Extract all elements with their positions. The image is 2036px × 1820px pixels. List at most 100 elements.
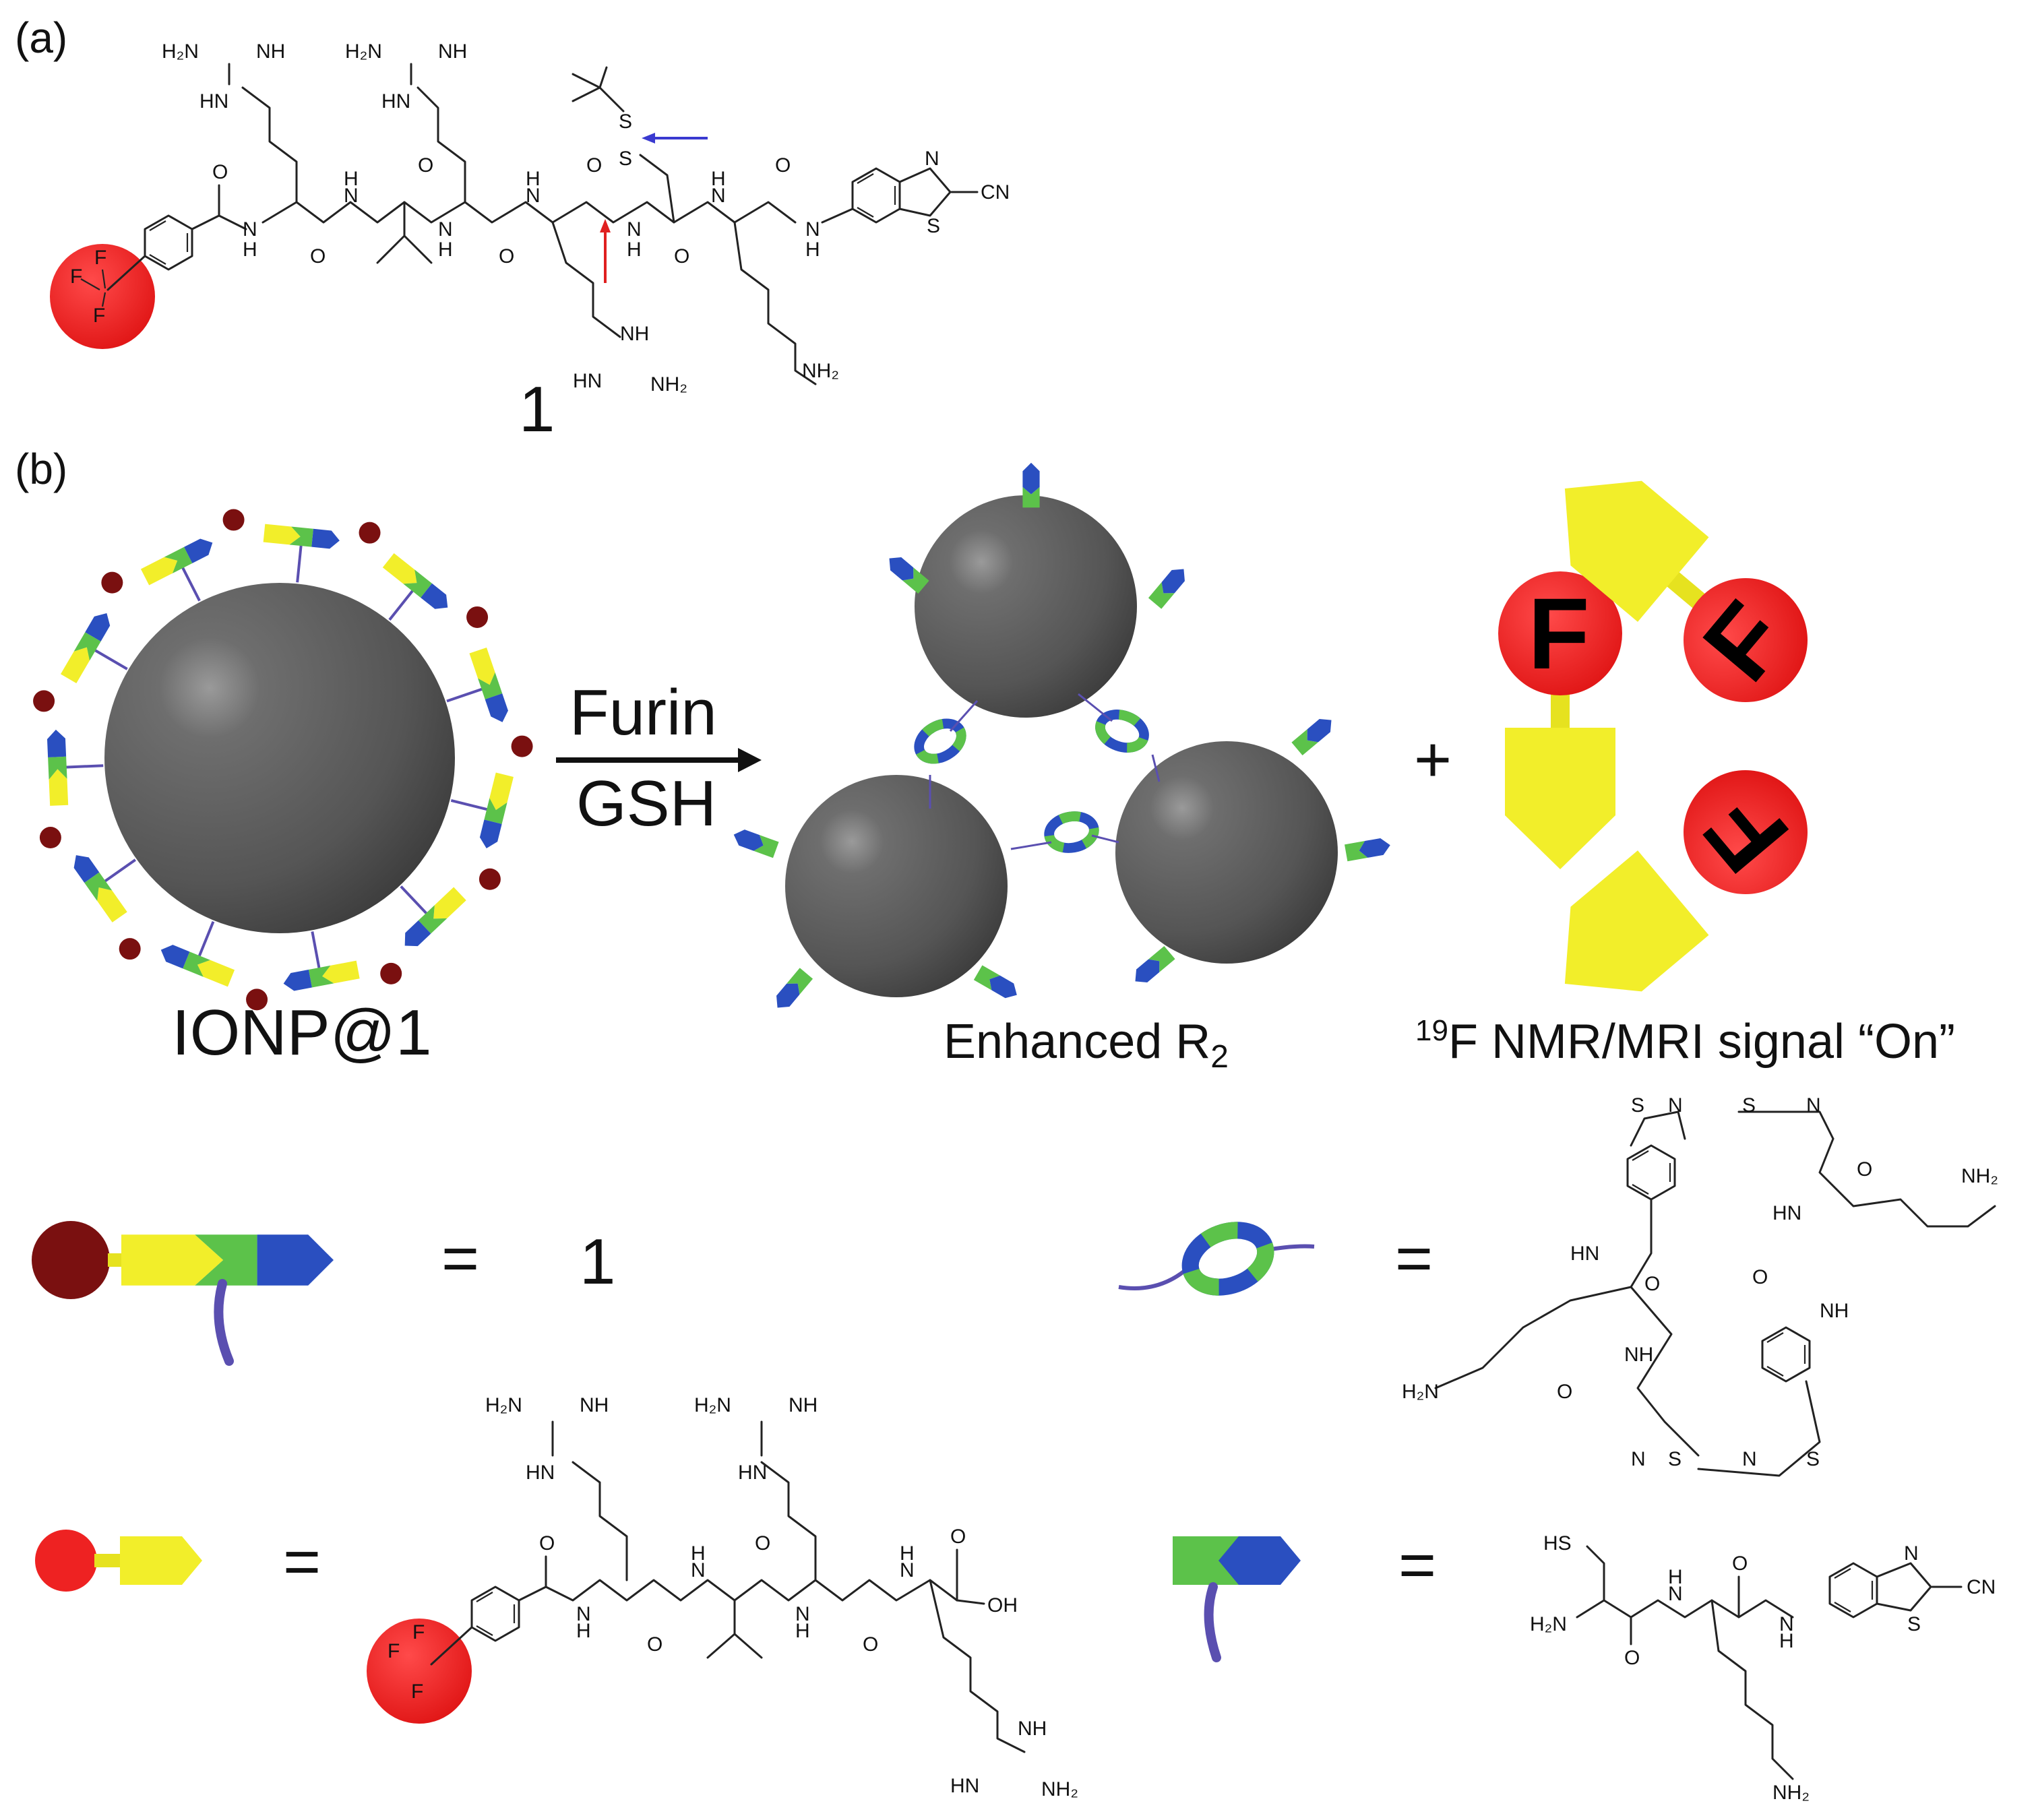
atom-n: N <box>344 185 359 207</box>
arrow-label-gsh: GSH <box>576 767 716 840</box>
legend-equals: = <box>283 1526 321 1598</box>
atom-hn: HN <box>199 90 228 113</box>
signal-caption: 19F NMR/MRI signal “On” <box>1415 1014 1955 1069</box>
linker-strand <box>1010 841 1052 850</box>
atom-h2n: H₂N <box>162 40 199 63</box>
ligand-peptide <box>140 534 217 586</box>
macrocycle-linker-ring <box>913 716 967 766</box>
atom-o: O <box>1732 1552 1748 1575</box>
fluorine-fragment: F <box>1564 480 1808 702</box>
atom-hn: HN <box>950 1775 979 1797</box>
ligand-peptide <box>47 729 69 806</box>
ionp-caption: IONP@1 <box>172 997 432 1069</box>
atom-o: O <box>418 154 433 177</box>
atom-hs: HS <box>1543 1532 1572 1555</box>
atom-n: N <box>627 218 642 241</box>
atom-oh: OH <box>987 1594 1018 1617</box>
atom-o: O <box>310 245 326 268</box>
atom-h: H <box>805 239 820 261</box>
structure-compound-1: F F F O N H HN H₂N NH N H O O HN H₂N NH … <box>50 40 1010 445</box>
ligand-peptide <box>398 887 466 953</box>
macrocycle-linker-ring <box>1047 813 1097 851</box>
atom-s: S <box>1631 1094 1644 1117</box>
ligand-peptide <box>263 524 341 550</box>
atom-n: N <box>900 1559 915 1581</box>
atom-h: H <box>344 168 359 190</box>
atom-o: O <box>499 245 514 268</box>
atom-h: H <box>795 1620 810 1642</box>
aggregate-particle-top <box>915 495 1137 718</box>
legend-ring: = <box>1118 1220 1433 1297</box>
iron-oxide-nanoparticle <box>104 583 455 933</box>
atom-o: O <box>212 161 228 183</box>
atom-nh2: NH₂ <box>802 360 839 382</box>
atom-n: N <box>691 1559 706 1581</box>
atom-o: O <box>647 1633 662 1656</box>
atom-hn: HN <box>1772 1202 1801 1224</box>
aggregated-nanoparticles <box>731 462 1392 1013</box>
atom-nh2: NH₂ <box>650 373 687 396</box>
quencher-bead <box>39 827 61 849</box>
atom-o: O <box>755 1532 770 1555</box>
atom-h: H <box>900 1542 915 1565</box>
atom-h: H <box>243 239 257 261</box>
atom-o: O <box>775 154 791 177</box>
atom-h2n: H₂N <box>485 1394 522 1416</box>
cbt-flag <box>1148 563 1191 609</box>
atom-nh: NH <box>438 40 467 63</box>
atom-n: N <box>925 148 939 170</box>
atom-hn: HN <box>738 1462 767 1484</box>
atom-n: N <box>1806 1094 1821 1117</box>
atom-nh: NH <box>789 1394 818 1416</box>
structure-macrocycle: S N S N O NH₂ HN HN O O NH NH H₂N O N S … <box>1402 1094 1998 1477</box>
linker-strand <box>949 700 979 732</box>
ligand-peptide <box>477 772 514 851</box>
structure-fluoro-peptide: F F F O N H HN H₂N NH O N H O HN H₂N NH … <box>367 1394 1078 1800</box>
atom-f: F <box>93 305 105 327</box>
cbt-flag <box>973 965 1022 1003</box>
atom-hn: HN <box>1570 1243 1599 1265</box>
atom-o: O <box>1557 1381 1572 1403</box>
atom-h: H <box>526 168 541 190</box>
atom-o: O <box>1857 1158 1872 1181</box>
atom-n: N <box>576 1603 591 1625</box>
atom-o: O <box>1624 1647 1640 1669</box>
legend-cbt-fragment: = <box>1173 1529 1436 1662</box>
atom-o: O <box>863 1633 878 1656</box>
legend-fluoro-fragment: = <box>35 1526 321 1598</box>
reaction-arrow: Furin GSH <box>556 677 762 840</box>
atom-n: N <box>243 218 257 241</box>
atom-n: N <box>526 185 541 207</box>
atom-f: F <box>388 1640 400 1662</box>
atom-o: O <box>1644 1273 1660 1295</box>
fluorine-fragment: F <box>1498 571 1622 869</box>
atom-s: S <box>927 215 940 237</box>
surface-ligands <box>33 509 533 1011</box>
atom-s: S <box>1806 1448 1820 1470</box>
atom-n: N <box>1668 1094 1683 1117</box>
cbt-flag <box>731 826 779 858</box>
atom-h2n: H₂N <box>1530 1613 1567 1635</box>
aggregate-particle-right <box>1115 741 1338 964</box>
quencher-bead <box>101 571 123 594</box>
legend-equals: = <box>1398 1529 1436 1601</box>
atom-f: F <box>70 265 82 288</box>
legend-red-bead <box>35 1530 97 1592</box>
quencher-bead <box>33 690 55 712</box>
atom-nh: NH <box>1820 1300 1849 1322</box>
compound-number: 1 <box>519 373 555 445</box>
enhanced-caption: Enhanced R2 <box>944 1015 1229 1075</box>
atom-n: N <box>438 218 453 241</box>
atom-cn: CN <box>981 181 1010 203</box>
panel-label-b: (b) <box>15 445 67 493</box>
quencher-bead <box>479 868 501 890</box>
atom-nh: NH <box>1624 1344 1653 1366</box>
atom-n: N <box>795 1603 810 1625</box>
ligand-peptide <box>157 941 235 987</box>
cbt-flag <box>1022 462 1040 508</box>
legend-item-1: 1 <box>580 1226 615 1298</box>
legend-equals: = <box>1395 1222 1433 1294</box>
legend-equals: = <box>441 1222 479 1294</box>
atom-o: O <box>674 245 689 268</box>
